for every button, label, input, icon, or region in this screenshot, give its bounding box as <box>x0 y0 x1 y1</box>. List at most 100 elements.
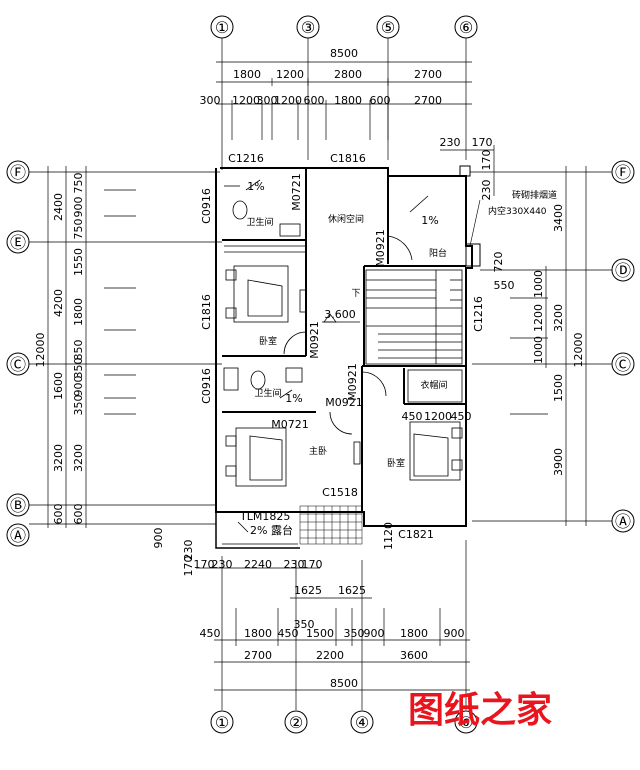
axis-label-right-f: Ⓕ <box>615 163 631 182</box>
door-m0721-1: M0721 <box>290 173 303 211</box>
axis-label-top-1: ① <box>215 18 229 37</box>
dim-left-r1-3: 1600 <box>52 372 65 400</box>
dim-right-total: 12000 <box>572 333 585 368</box>
axis-label-left-b: Ⓑ <box>10 496 26 515</box>
dim-right-misc-1: 720 <box>492 252 505 273</box>
door-swings <box>224 185 413 435</box>
dim-left-r2-5: 1800 <box>72 298 85 326</box>
dim-bottom-r2-4: 1500 <box>306 627 334 640</box>
dim-bottom-total: 8500 <box>330 677 358 690</box>
dim-right-misc-2: 550 <box>494 279 515 292</box>
dim-right-top-170: 170 <box>472 136 493 149</box>
dim-right-r2-2: 1200 <box>532 304 545 332</box>
dim-right-r2-3: 1000 <box>532 336 545 364</box>
dim-bottom-r2-6: 900 <box>364 627 385 640</box>
misc-dim-450b: 450 <box>451 410 472 423</box>
window-c1821: C1821 <box>398 528 434 541</box>
dim-top-r2-4: 1200 <box>274 94 302 107</box>
terrace-grid <box>299 505 363 545</box>
dim-left-r2-11: 600 <box>72 504 85 525</box>
dim-bottom-r2-5: 350 <box>344 627 365 640</box>
axis-label-bottom-2: ② <box>289 713 303 732</box>
dim-left-r1-2: 4200 <box>52 289 65 317</box>
slab-230b: 230 <box>284 558 305 571</box>
window-c0916-1: C0916 <box>200 188 213 224</box>
dim-right-misc-3: 230 <box>480 180 493 201</box>
door-m0721-2: M0721 <box>271 418 309 431</box>
misc-dim-1120: 1120 <box>382 522 395 550</box>
misc-dim-900: 900 <box>152 528 165 549</box>
door-m0921-4: M0921 <box>325 396 363 409</box>
dim-left-r2-8: 900 <box>72 376 85 397</box>
axis-label-bottom-1: ① <box>215 713 229 732</box>
building-walls <box>215 167 473 527</box>
room-leisure: 休闲空间 <box>328 213 364 225</box>
tlm-label: TLM1825 <box>239 510 290 523</box>
dim-left-r2-4: 1550 <box>72 248 85 276</box>
axis-label-right-d: Ⓓ <box>615 261 631 280</box>
window-c1816-top: C1816 <box>330 152 366 165</box>
furniture <box>223 200 463 487</box>
dim-left-r2-3: 750 <box>72 219 85 240</box>
misc-dim-170: 170 <box>182 556 195 577</box>
dim-bottom-r1-2: 1625 <box>338 584 366 597</box>
window-c1816-left: C1816 <box>200 294 213 330</box>
room-balcony: 阳台 <box>429 247 447 259</box>
axis-label-right-c: Ⓒ <box>615 355 631 374</box>
dim-bottom-r2-7: 1800 <box>400 627 428 640</box>
dim-right-r1-4: 3900 <box>552 448 565 476</box>
axis-label-bottom-6: ⑥ <box>459 713 473 732</box>
axis-bubbles-right: Ⓕ Ⓓ Ⓒ Ⓐ <box>611 160 635 533</box>
axis-bubbles-top: ① ③ ⑤ ⑥ <box>210 15 478 39</box>
room-bedroom: 卧室 <box>259 335 277 347</box>
dim-right-r1-2: 3200 <box>552 304 565 332</box>
slab-170b: 170 <box>302 558 323 571</box>
dims-left: 12000 2400 4200 1600 3200 600 750 900 75… <box>34 173 85 525</box>
dim-top-r2-7: 600 <box>370 94 391 107</box>
dim-right-misc-4: 170 <box>480 150 493 171</box>
slope-c: 1% <box>285 392 302 405</box>
dim-bottom-r3-3: 3600 <box>400 649 428 662</box>
dim-left-r2-10: 3200 <box>72 444 85 472</box>
dim-bottom-r2-1: 450 <box>200 627 221 640</box>
dim-left-r1-4: 3200 <box>52 444 65 472</box>
axis-lines-left <box>29 166 222 528</box>
slope-a: 1% <box>247 180 264 193</box>
axis-label-bottom-4: ④ <box>355 713 369 732</box>
dim-top-r1-1: 1800 <box>233 68 261 81</box>
axis-bubbles-bottom: ① ② ④ ⑥ <box>210 710 478 734</box>
axis-label-left-e: Ⓔ <box>10 233 26 252</box>
column-box <box>459 165 471 177</box>
axis-label-right-a: Ⓐ <box>615 512 631 531</box>
axis-lines-right <box>470 166 612 526</box>
door-m0921-1: M0921 <box>374 229 387 267</box>
dims-bottom-lines <box>196 540 470 710</box>
window-c1216-right: C1216 <box>472 296 485 332</box>
dim-bottom-350: 350 <box>294 618 315 631</box>
dim-left-r2-9: 350 <box>72 395 85 416</box>
window-c0916-2: C0916 <box>200 368 213 404</box>
axis-label-left-c: Ⓒ <box>10 355 26 374</box>
dim-right-r2-1: 1000 <box>532 270 545 298</box>
dim-left-r2-7: 350 <box>72 358 85 379</box>
dim-bottom-r2-8: 900 <box>444 627 465 640</box>
dim-left-r1-5: 600 <box>52 504 65 525</box>
window-c1518: C1518 <box>322 486 358 499</box>
flue-line2: 内空330X440 <box>488 205 547 217</box>
dim-bottom-r1-1: 1625 <box>294 584 322 597</box>
door-m0921-2: M0921 <box>308 321 321 359</box>
misc-dim-450a: 450 <box>402 410 423 423</box>
axis-label-left-a: Ⓐ <box>10 526 26 545</box>
dims-right: 12000 3400 3200 1500 3900 1000 1200 1000… <box>440 136 586 476</box>
dim-top-r2-6: 1800 <box>334 94 362 107</box>
dim-left-r2-1: 750 <box>72 173 85 194</box>
dim-top-r2-2: 1200 <box>232 94 260 107</box>
door-m0921-3: M0921 <box>346 363 359 401</box>
misc-dim-1200: 1200 <box>424 410 452 423</box>
dim-left-r1-1: 2400 <box>52 193 65 221</box>
room-master: 主卧 <box>309 445 327 457</box>
dim-top-r1-2: 1200 <box>276 68 304 81</box>
misc-dim-230: 230 <box>182 540 195 561</box>
